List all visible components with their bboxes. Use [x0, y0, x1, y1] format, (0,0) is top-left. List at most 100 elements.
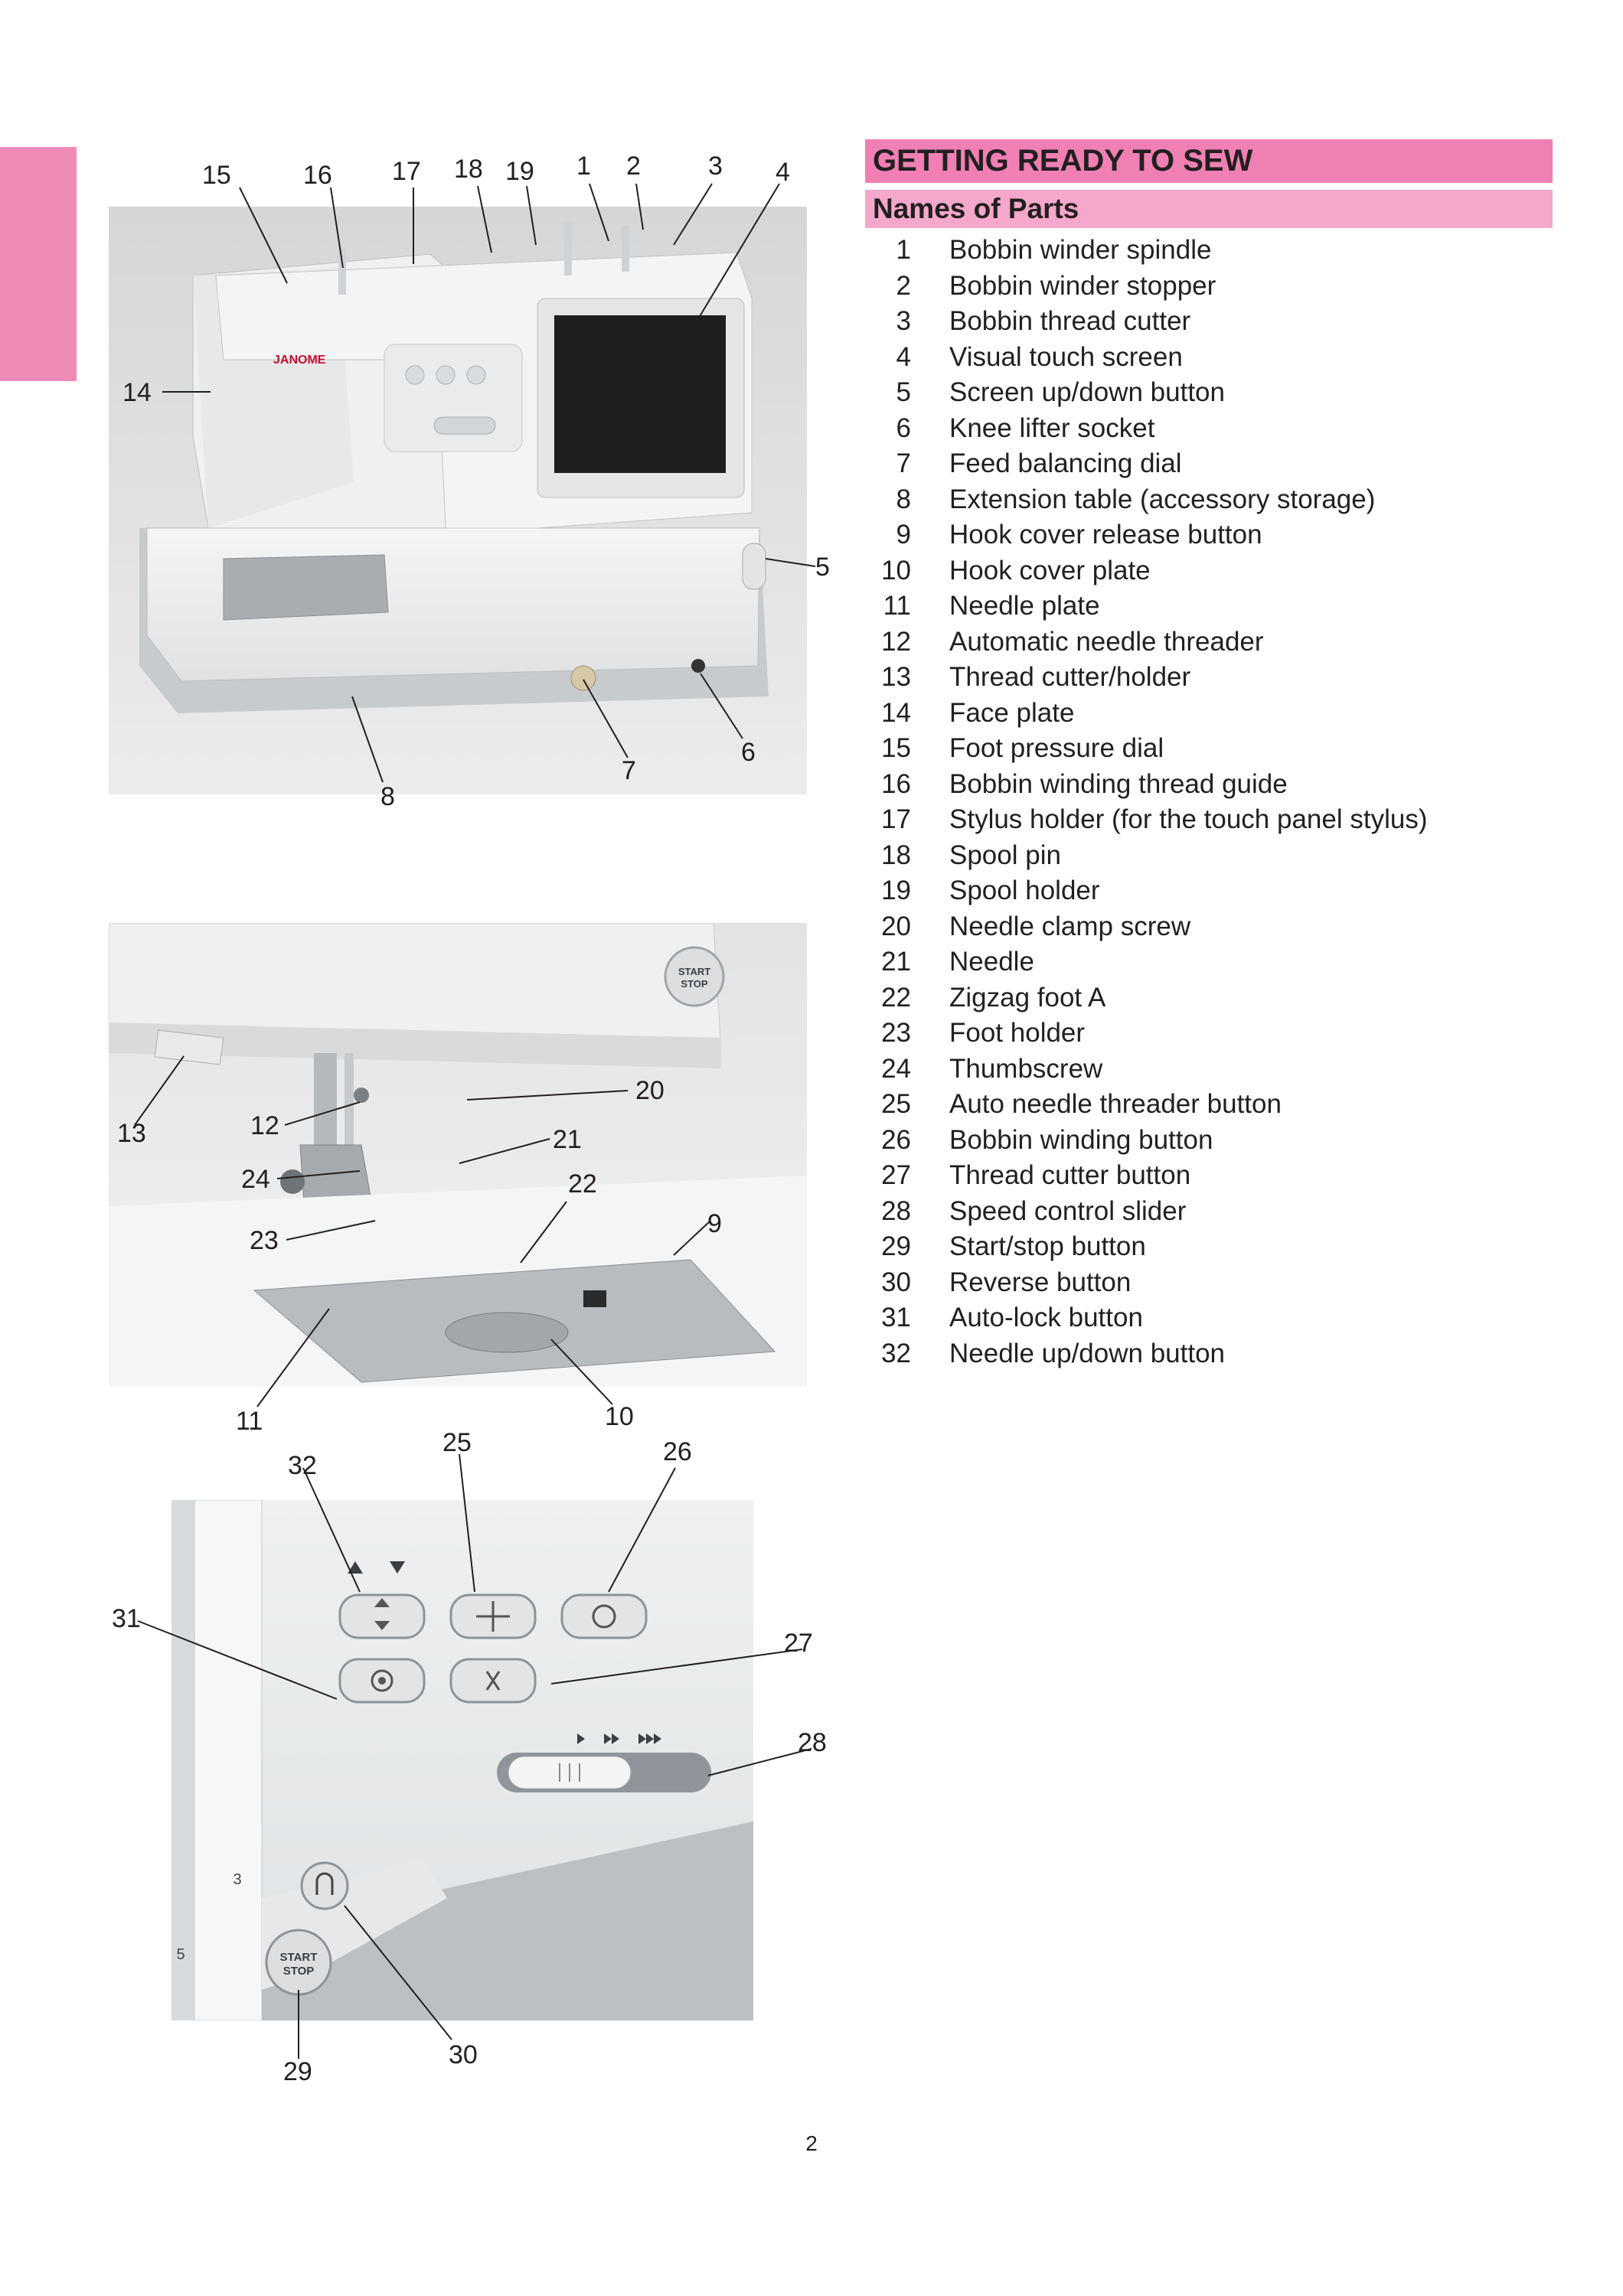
stop-label-photo2: STOP — [681, 978, 707, 990]
part-number: 27 — [881, 1160, 911, 1190]
brand-label: JANOME — [273, 354, 326, 367]
part-number: 26 — [881, 1124, 911, 1155]
part-label: Spool holder — [949, 876, 1100, 905]
part-number: 28 — [881, 1195, 911, 1226]
callout-19: 19 — [505, 157, 534, 186]
part-number: 23 — [881, 1018, 911, 1048]
part-label: Foot holder — [949, 1018, 1086, 1048]
control-panel-photo: 3 START STOP 5 — [171, 1500, 753, 2020]
callout-30: 30 — [449, 2040, 478, 2069]
part-item: 9 Hook cover release button — [865, 517, 1554, 553]
part-item: 16 Bobbin winding thread guide — [865, 767, 1554, 803]
part-number: 32 — [881, 1338, 911, 1368]
part-number: 14 — [881, 697, 911, 728]
part-item: 23 Foot holder — [865, 1016, 1554, 1052]
section-title: GETTING READY TO SEW — [865, 139, 1553, 183]
part-label: Visual touch screen — [949, 341, 1183, 372]
part-item: 19 Spool holder — [865, 873, 1554, 909]
callout-28: 28 — [798, 1728, 827, 1757]
part-number: 18 — [881, 840, 911, 870]
part-label: Hook cover plate — [949, 555, 1151, 585]
part-item: 31 Auto-lock button — [865, 1300, 1554, 1336]
callout-27: 27 — [784, 1629, 813, 1658]
part-label: Hook cover release button — [949, 520, 1262, 550]
part-label: Auto needle threader button — [949, 1089, 1282, 1119]
part-item: 25 Auto needle threader button — [865, 1087, 1554, 1123]
part-item: 26 Bobbin winding button — [865, 1123, 1554, 1159]
part-label: Bobbin winding thread guide — [949, 768, 1288, 799]
callout-32: 32 — [288, 1451, 317, 1480]
callout-17: 17 — [392, 157, 421, 186]
part-number: 25 — [881, 1089, 911, 1119]
callout-4: 4 — [776, 158, 790, 187]
callout-16: 16 — [303, 161, 332, 190]
part-number: 21 — [881, 947, 911, 977]
callout-1: 1 — [576, 152, 591, 181]
part-item: 21 Needle — [865, 944, 1554, 980]
part-item: 28 Speed control slider — [865, 1194, 1554, 1230]
part-label: Bobbin winding button — [949, 1124, 1213, 1155]
part-item: 24 Thumbscrew — [865, 1052, 1554, 1088]
page-number: 2 — [805, 2131, 818, 2155]
part-label: Reverse button — [949, 1267, 1132, 1297]
start-label-photo2: START — [678, 966, 710, 977]
part-number: 24 — [881, 1053, 911, 1084]
part-label: Screen up/down button — [949, 377, 1225, 407]
part-item: 27 Thread cutter button — [865, 1158, 1554, 1194]
part-number: 15 — [881, 733, 911, 763]
part-number: 13 — [881, 662, 911, 692]
part-number: 22 — [881, 982, 911, 1013]
part-number: 29 — [881, 1231, 911, 1261]
section-tab — [0, 147, 77, 381]
part-number: 2 — [896, 270, 911, 301]
part-item: 4 Visual touch screen — [865, 340, 1554, 376]
reverse-number-label: 3 — [233, 1871, 241, 1888]
part-label: Speed control slider — [949, 1195, 1187, 1226]
needle-area-photo: START STOP — [109, 923, 807, 1387]
part-number: 16 — [881, 768, 911, 799]
part-number: 12 — [881, 626, 911, 657]
part-item: 2 Bobbin winder stopper — [865, 269, 1554, 305]
callout-5: 5 — [815, 553, 830, 582]
callout-10: 10 — [605, 1402, 634, 1431]
part-number: 11 — [883, 591, 911, 621]
callout-29: 29 — [283, 2057, 312, 2086]
start-label-photo3: START — [280, 1951, 318, 1964]
part-label: Stylus holder (for the touch panel stylu… — [949, 804, 1428, 834]
part-number: 19 — [881, 876, 911, 905]
part-label: Auto-lock button — [949, 1303, 1143, 1332]
part-number: 9 — [896, 520, 911, 550]
part-number: 8 — [896, 484, 911, 514]
part-number: 6 — [896, 413, 911, 443]
part-label: Bobbin winder spindle — [949, 235, 1212, 265]
part-number: 7 — [896, 448, 911, 478]
section-subtitle: Names of Parts — [865, 190, 1553, 228]
callout-18: 18 — [454, 155, 483, 184]
part-label: Needle — [949, 947, 1034, 977]
part-label: Needle clamp screw — [949, 911, 1191, 941]
part-label: Thread cutter/holder — [949, 662, 1191, 692]
callout-26: 26 — [663, 1437, 692, 1466]
part-label: Bobbin thread cutter — [949, 306, 1191, 336]
part-number: 30 — [881, 1267, 911, 1297]
part-number: 31 — [881, 1303, 911, 1332]
part-label: Thumbscrew — [949, 1053, 1103, 1084]
callout-3: 3 — [708, 152, 723, 181]
part-number: 10 — [881, 555, 911, 585]
part-label: Knee lifter socket — [949, 413, 1155, 443]
part-label: Bobbin winder stopper — [949, 270, 1216, 301]
part-number: 20 — [881, 911, 911, 941]
part-label: Automatic needle threader — [949, 626, 1264, 657]
part-number: 4 — [896, 341, 911, 372]
part-label: Thread cutter button — [949, 1160, 1191, 1190]
part-item: 13 Thread cutter/holder — [865, 660, 1554, 696]
